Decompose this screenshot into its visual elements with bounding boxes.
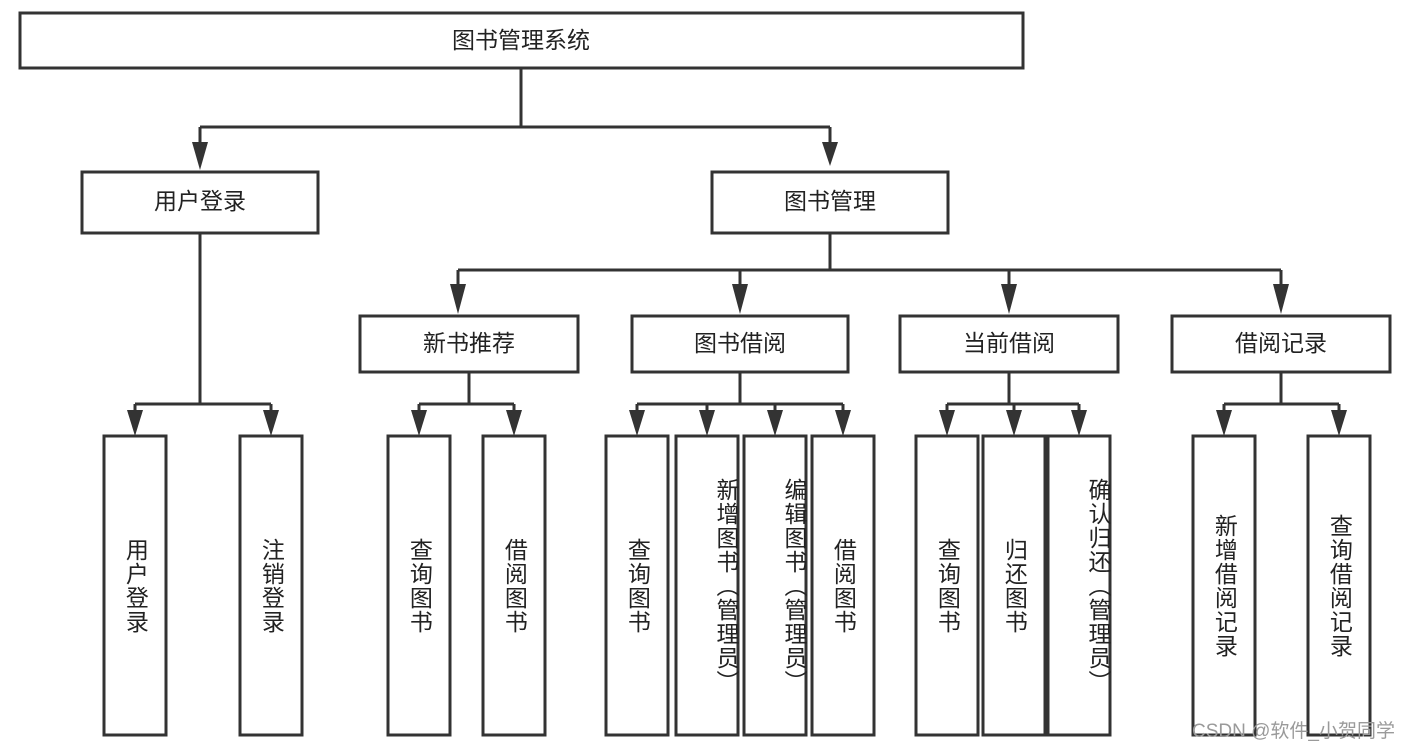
node-new-book-recommend-label: 新书推荐 — [423, 330, 515, 356]
leaf-box-book-borrow-1[interactable] — [674, 434, 740, 737]
node-borrow-record[interactable]: 借阅记录 — [1170, 314, 1392, 374]
node-root-label: 图书管理系统 — [452, 27, 590, 53]
arrowhead-currentborrow — [1001, 284, 1017, 314]
arrowhead-user-login — [192, 142, 208, 170]
arrowhead-nb-leaf-1 — [506, 410, 522, 436]
leaf-box-new-book-0[interactable] — [386, 434, 452, 737]
leaf-label-current-borrow-1: 归还图书 — [1001, 537, 1028, 634]
leaf-box-borrow-record-1[interactable] — [1306, 434, 1372, 737]
leaf-label-book-borrow-0: 查询图书 — [624, 537, 651, 634]
node-new-book-recommend-box[interactable] — [358, 314, 580, 374]
arrowhead-bb-leaf-1 — [699, 410, 715, 436]
leaf-box-current-borrow-2[interactable] — [1046, 434, 1112, 737]
node-borrow-record-box[interactable] — [1170, 314, 1392, 374]
leaf-box-book-borrow-0[interactable] — [604, 434, 670, 737]
watermark-label: CSDN @软件_小贺同学 — [1192, 721, 1395, 742]
leaf-label-borrow-record-1: 查询借阅记录 — [1326, 513, 1353, 658]
nodes-group: 图书管理系统 用户登录 图书管理 新书推荐 图书借阅 当前 — [18, 11, 1392, 737]
node-user-login-label: 用户登录 — [154, 188, 246, 214]
leaf-label-user-login-0: 用户登录 — [122, 537, 149, 634]
leaf-label-user-login-1: 注销登录 — [258, 537, 285, 634]
node-borrow-record-label: 借阅记录 — [1235, 330, 1327, 356]
connectors-group — [127, 68, 1347, 436]
node-current-borrow-label: 当前借阅 — [963, 330, 1055, 356]
arrowhead-ul-leaf-0 — [127, 410, 143, 436]
arrowhead-bb-leaf-2 — [767, 410, 783, 436]
leaf-label-book-borrow-2: 编辑图书（管理员） — [781, 477, 807, 694]
arrowhead-newbook — [450, 284, 466, 314]
arrowhead-cb-leaf-0 — [939, 410, 955, 436]
leaf-box-current-borrow-1[interactable] — [981, 434, 1047, 737]
arrowhead-cb-leaf-2 — [1071, 410, 1087, 436]
leaf-box-user-login-0[interactable] — [102, 434, 168, 737]
node-book-management-box[interactable] — [710, 170, 950, 235]
arrowhead-br-leaf-1 — [1331, 410, 1347, 436]
leaf-box-new-book-1[interactable] — [481, 434, 547, 737]
node-current-borrow[interactable]: 当前借阅 — [898, 314, 1120, 374]
arrowhead-ul-leaf-1 — [263, 410, 279, 436]
leaf-label-book-borrow-1: 新增图书（管理员） — [713, 477, 739, 694]
leaf-box-user-login-1[interactable] — [238, 434, 304, 737]
arrowhead-bb-leaf-0 — [629, 410, 645, 436]
leaf-box-current-borrow-0[interactable] — [914, 434, 980, 737]
node-book-management[interactable]: 图书管理 — [710, 170, 950, 235]
arrowhead-br-leaf-0 — [1216, 410, 1232, 436]
leaf-label-current-borrow-2: 确认归还（管理员） — [1085, 477, 1111, 694]
node-user-login[interactable]: 用户登录 — [80, 170, 320, 235]
node-user-login-box[interactable] — [80, 170, 320, 235]
arrowhead-bookborrow — [732, 284, 748, 314]
leaf-label-new-book-1: 借阅图书 — [501, 537, 528, 634]
leaf-box-borrow-record-0[interactable] — [1191, 434, 1257, 737]
node-root-box[interactable] — [18, 11, 1025, 70]
node-book-borrow-label: 图书借阅 — [694, 330, 786, 356]
leaf-box-book-borrow-3[interactable] — [810, 434, 876, 737]
leaf-label-new-book-0: 查询图书 — [406, 537, 433, 634]
arrowhead-bb-leaf-3 — [835, 410, 851, 436]
arrowhead-cb-leaf-1 — [1006, 410, 1022, 436]
arrowhead-nb-leaf-0 — [411, 410, 427, 436]
arrowhead-book-mgmt — [822, 142, 838, 166]
node-book-management-label: 图书管理 — [784, 188, 876, 214]
node-book-borrow[interactable]: 图书借阅 — [630, 314, 850, 374]
node-root[interactable]: 图书管理系统 — [18, 11, 1025, 70]
leaf-label-current-borrow-0: 查询图书 — [934, 537, 961, 634]
node-book-borrow-box[interactable] — [630, 314, 850, 374]
leaf-label-borrow-record-0: 新增借阅记录 — [1211, 513, 1238, 658]
node-current-borrow-box[interactable] — [898, 314, 1120, 374]
leaf-label-book-borrow-3: 借阅图书 — [830, 537, 857, 634]
arrowhead-borrowrecord — [1273, 284, 1289, 314]
leaf-box-book-borrow-2[interactable] — [742, 434, 808, 737]
node-new-book-recommend[interactable]: 新书推荐 — [358, 314, 580, 374]
